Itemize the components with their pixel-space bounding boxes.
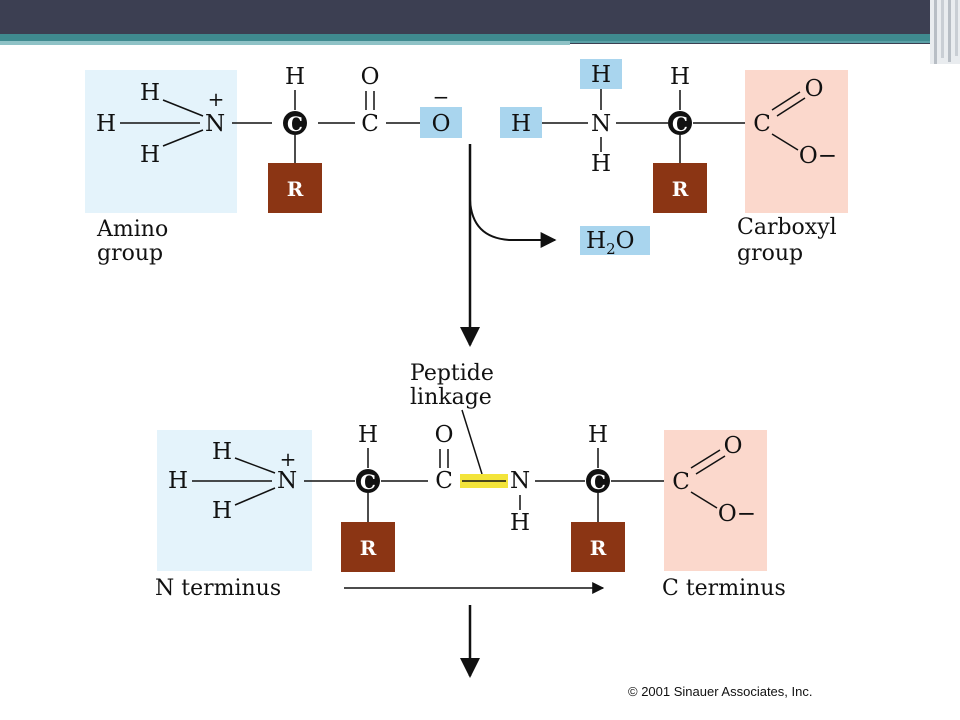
amino-group-label-line1: Amino xyxy=(96,217,168,242)
hydrogen-highlight-box xyxy=(580,59,622,89)
peptide-label-line2: linkage xyxy=(410,385,492,410)
amino-group-label-line2: group xyxy=(97,241,163,266)
hydrogen-atom: H xyxy=(588,422,608,448)
carbon-atom: C xyxy=(435,468,453,494)
nitrogen-atom: N xyxy=(510,468,530,494)
hydrogen-atom: H xyxy=(96,111,116,137)
oxygen-atom: O xyxy=(805,76,824,102)
alpha-carbon xyxy=(586,469,610,493)
nitrogen-atom: N xyxy=(591,111,611,137)
hydrogen-atom: H xyxy=(591,151,611,177)
alpha-carbon xyxy=(283,111,307,135)
carboxyl-group-box xyxy=(745,70,848,213)
hydrogen-highlight-box xyxy=(500,107,542,138)
r-group-box xyxy=(571,522,625,572)
n-terminus-label: N terminus xyxy=(155,576,281,601)
header-light-stripe xyxy=(0,41,570,45)
oxygen-highlight-box xyxy=(420,107,462,138)
hydrogen-atom: H xyxy=(140,142,160,168)
oxygen-atom: O xyxy=(432,111,451,137)
r-group-box xyxy=(268,163,322,213)
hydrogen-atom: H xyxy=(212,498,232,524)
alpha-carbon-label: C xyxy=(672,112,688,136)
nitrogen-atom: N xyxy=(205,111,225,137)
corner-decoration xyxy=(930,0,960,64)
carbon-atom: C xyxy=(361,111,379,137)
header-accent-stripe xyxy=(0,34,960,41)
positive-charge: + xyxy=(280,447,297,471)
hydrogen-atom: H xyxy=(670,64,690,90)
alpha-carbon-label: C xyxy=(287,112,303,136)
hydrogen-atom: H xyxy=(358,422,378,448)
oxygen-atom: O xyxy=(724,433,743,459)
peptide-pointer-line xyxy=(461,409,483,475)
r-group-label: R xyxy=(287,177,304,201)
hydrogen-atom: H xyxy=(511,111,531,137)
carbon-atom: C xyxy=(672,469,690,495)
carboxyl-group-label-line1: Carboxyl xyxy=(737,215,837,240)
alpha-carbon xyxy=(668,111,692,135)
n-terminus-box xyxy=(157,430,312,571)
hydrogen-atom: H xyxy=(212,439,232,465)
oxygen-atom: O xyxy=(361,64,380,90)
r-group-box xyxy=(341,522,395,572)
peptide-label-line1: Peptide xyxy=(410,361,494,386)
water-molecule: H2O xyxy=(586,228,634,258)
copyright-notice: © 2001 Sinauer Associates, Inc. xyxy=(628,684,812,699)
header-thin-stripe xyxy=(570,41,960,43)
amino-group-box xyxy=(85,70,237,213)
carboxylate-oxygen: O− xyxy=(718,501,756,527)
carboxylate-oxygen: O− xyxy=(799,143,837,169)
carboxyl-group-label-line2: group xyxy=(737,241,803,266)
alpha-carbon xyxy=(356,469,380,493)
r-group-label: R xyxy=(672,177,689,201)
hydrogen-atom: H xyxy=(168,468,188,494)
negative-charge: − xyxy=(433,85,450,109)
water-highlight-box xyxy=(580,226,650,255)
hydrogen-atom: H xyxy=(591,62,611,88)
c-terminus-label: C terminus xyxy=(662,576,786,601)
alpha-carbon-label: C xyxy=(360,470,376,494)
water-release-arrow xyxy=(469,199,557,248)
r-group-box xyxy=(653,163,707,213)
hydrogen-atom: H xyxy=(285,64,305,90)
r-group-label: R xyxy=(590,536,607,560)
oxygen-atom: O xyxy=(435,422,454,448)
hydrogen-atom: H xyxy=(140,80,160,106)
nitrogen-atom: N xyxy=(277,468,297,494)
alpha-carbon-label: C xyxy=(590,470,606,494)
carbon-atom: C xyxy=(753,111,771,137)
hydrogen-atom: H xyxy=(510,510,530,536)
positive-charge: + xyxy=(208,87,225,111)
r-group-label: R xyxy=(360,536,377,560)
